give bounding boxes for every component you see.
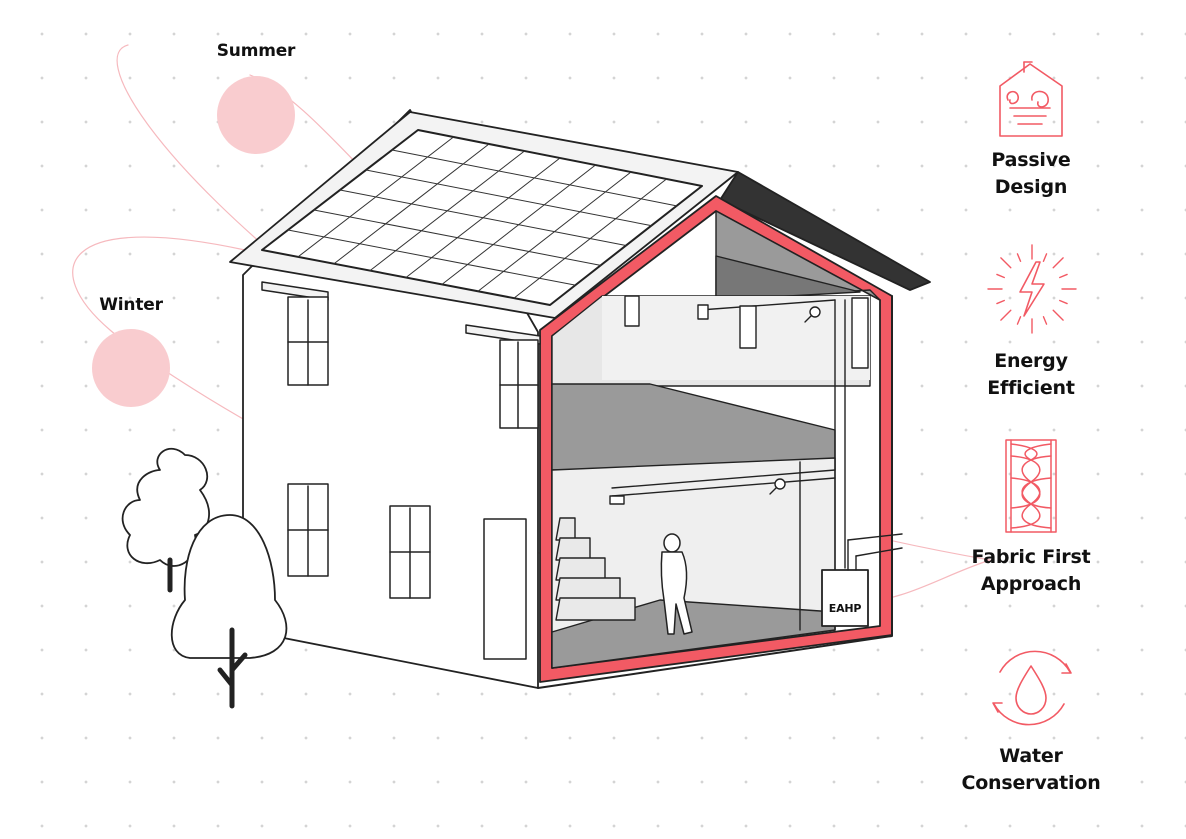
feature-label-line2: Approach xyxy=(980,573,1082,595)
feature-label-line1: Water xyxy=(999,745,1063,767)
summer-label: Summer xyxy=(216,41,296,61)
front-door xyxy=(483,518,527,660)
feature-energy-efficient: Energy Efficient xyxy=(951,348,1111,402)
vent-icons xyxy=(609,304,821,505)
summer-sun xyxy=(217,76,295,154)
feature-label-line2: Design xyxy=(994,176,1068,198)
energy-rays xyxy=(987,244,1077,334)
staircase xyxy=(555,517,636,621)
winter-label: Winter xyxy=(99,295,163,315)
roof-dark-slope xyxy=(719,171,931,291)
feature-label-line1: Passive xyxy=(991,149,1071,171)
heat-pump-unit xyxy=(821,569,869,627)
lightning-bolt-icon xyxy=(1019,261,1045,317)
person-figure xyxy=(660,533,693,635)
interior xyxy=(551,210,903,669)
insulation-icon xyxy=(1005,439,1057,533)
water-drop-cycle-icon xyxy=(992,650,1072,726)
solar-grid xyxy=(287,136,678,299)
heat-pump-label: EAHP xyxy=(828,602,862,615)
house-airflow-icon xyxy=(999,61,1063,137)
tree-front xyxy=(170,514,288,659)
feature-passive-design: Passive Design xyxy=(951,147,1111,201)
trees xyxy=(121,447,288,709)
winter-sun xyxy=(92,329,170,407)
feature-water-conservation: Water Conservation xyxy=(951,743,1111,797)
feature-label-line2: Efficient xyxy=(987,377,1075,399)
facade-windows xyxy=(261,281,541,660)
feature-fabric-first: Fabric First Approach xyxy=(951,544,1111,598)
feature-label-line2: Conservation xyxy=(961,772,1101,794)
feature-label-line1: Energy xyxy=(994,350,1068,372)
feature-label-line1: Fabric First xyxy=(971,546,1091,568)
